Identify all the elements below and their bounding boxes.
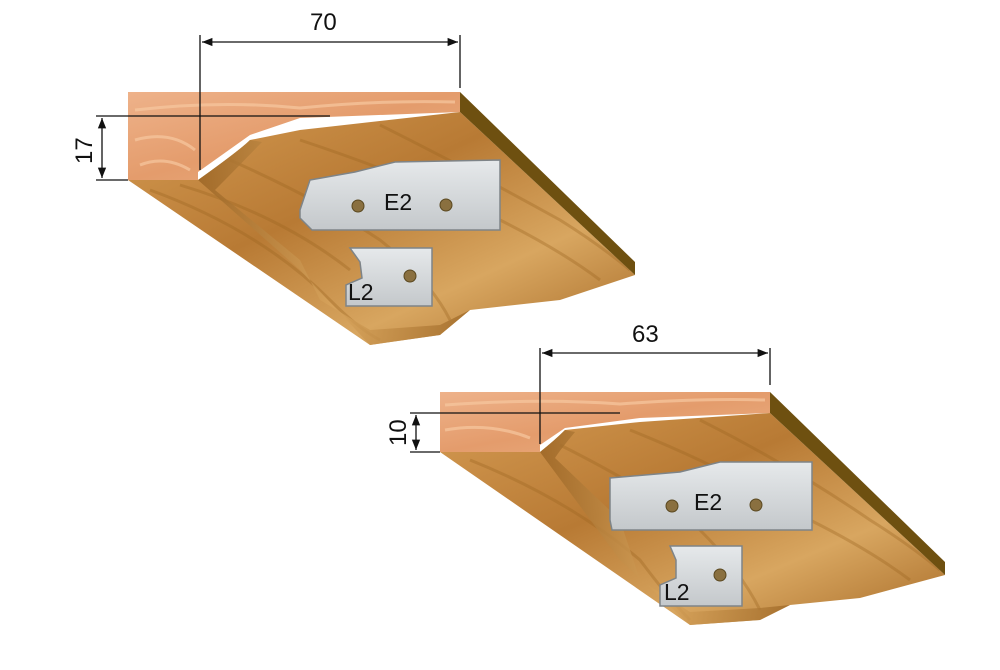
screw-hole-icon	[439, 198, 453, 212]
blade-l2-label-1: L2	[348, 279, 374, 305]
blade-e2-label-2: E2	[694, 489, 722, 515]
width-label-2: 63	[632, 321, 659, 348]
blade-e2-label-1: E2	[384, 189, 412, 215]
depth-label-1: 17	[71, 137, 98, 164]
wood-top-2	[440, 392, 770, 452]
profile-1: E2 L2 70 17	[71, 9, 635, 345]
profile-groove-1	[198, 140, 470, 345]
blade-l2-label-2: L2	[664, 579, 690, 605]
dimension-width-2: 63	[539, 321, 771, 444]
dimension-depth-2: 10	[385, 412, 620, 453]
dimension-depth-1: 17	[71, 115, 330, 181]
wood-top-1	[128, 92, 460, 180]
dimension-width-1: 70	[199, 9, 461, 170]
screw-hole-icon	[665, 499, 679, 513]
width-label-1: 70	[310, 9, 337, 36]
depth-label-2: 10	[385, 419, 412, 446]
screw-hole-icon	[713, 568, 727, 582]
wood-top-grain-2	[444, 398, 766, 440]
screw-hole-icon	[403, 269, 417, 283]
screw-hole-icon	[351, 199, 365, 213]
blade-e2-2: E2	[609, 461, 813, 531]
blade-e2-1: E2	[299, 159, 501, 231]
wood-top-grain-1	[134, 100, 456, 172]
profile-2: E2 L2 63 10	[385, 321, 945, 625]
blade-l2-2: L2	[659, 545, 743, 607]
wood-end-1	[460, 92, 635, 275]
wood-end-2	[770, 392, 945, 575]
screw-hole-icon	[749, 498, 763, 512]
blade-l2-1: L2	[345, 247, 433, 307]
